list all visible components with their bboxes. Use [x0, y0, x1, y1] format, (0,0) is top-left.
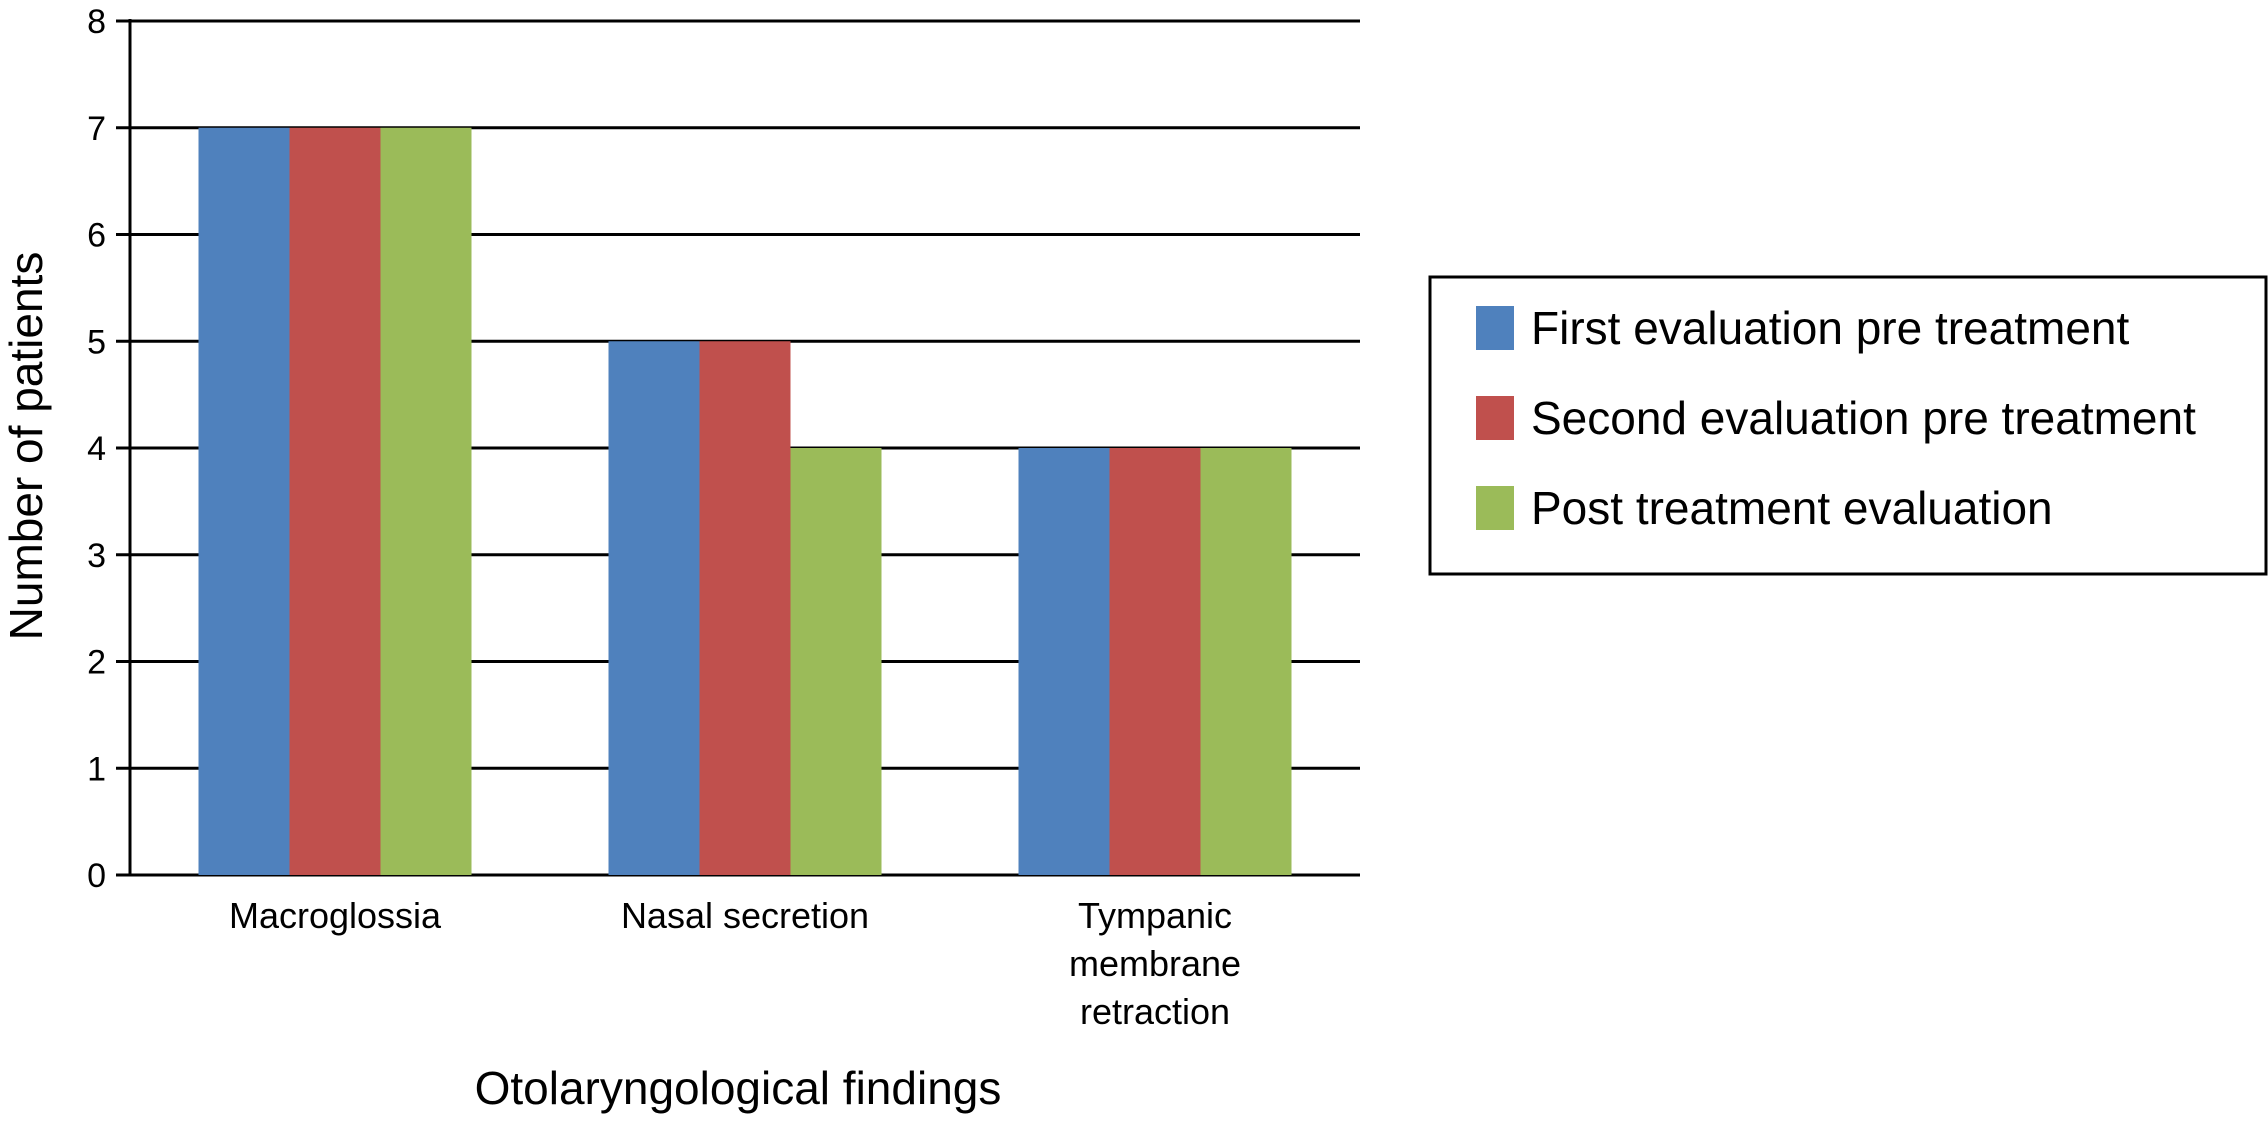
bar [1109, 448, 1201, 875]
axes [116, 19, 132, 877]
x-tick-label: membrane [1069, 943, 1241, 984]
y-tick-label: 1 [87, 750, 106, 788]
legend-swatch [1476, 486, 1514, 530]
bar [790, 448, 882, 875]
y-tick-label: 6 [87, 217, 106, 255]
x-axis-title: Otolaryngological findings [475, 1062, 1002, 1114]
y-tick-label: 4 [87, 430, 106, 468]
x-tick-label: Nasal secretion [621, 895, 869, 936]
bar [380, 127, 472, 875]
bar [1018, 448, 1110, 875]
x-tick-labels: Macroglossia Nasal secretion Tympanic membr… [229, 895, 1241, 1032]
x-tick-label: Tympanic [1078, 895, 1232, 936]
y-tick-label: 2 [87, 644, 106, 682]
y-tick-labels: 0 1 2 3 4 5 6 7 8 [87, 3, 106, 895]
y-tick-label: 3 [87, 537, 106, 575]
y-tick-label: 5 [87, 323, 106, 361]
y-tick-label: 0 [87, 857, 106, 895]
legend-label: Post treatment evaluation [1531, 482, 2053, 534]
bar [198, 127, 290, 875]
bars [198, 127, 1292, 875]
legend-swatch [1476, 396, 1514, 440]
bar [699, 341, 791, 875]
x-tick-label: Macroglossia [229, 895, 442, 936]
y-axis-title: Number of patients [0, 252, 52, 641]
y-tick-label: 8 [87, 3, 106, 41]
legend-box [1428, 275, 2268, 576]
bar [608, 341, 700, 875]
bar [289, 127, 381, 875]
x-tick-label: retraction [1080, 991, 1230, 1032]
legend-label: Second evaluation pre treatment [1531, 392, 2196, 444]
bar [1200, 448, 1292, 875]
legend-label: First evaluation pre treatment [1531, 302, 2129, 354]
y-tick-label: 7 [87, 110, 106, 148]
legend-swatch [1476, 306, 1514, 350]
